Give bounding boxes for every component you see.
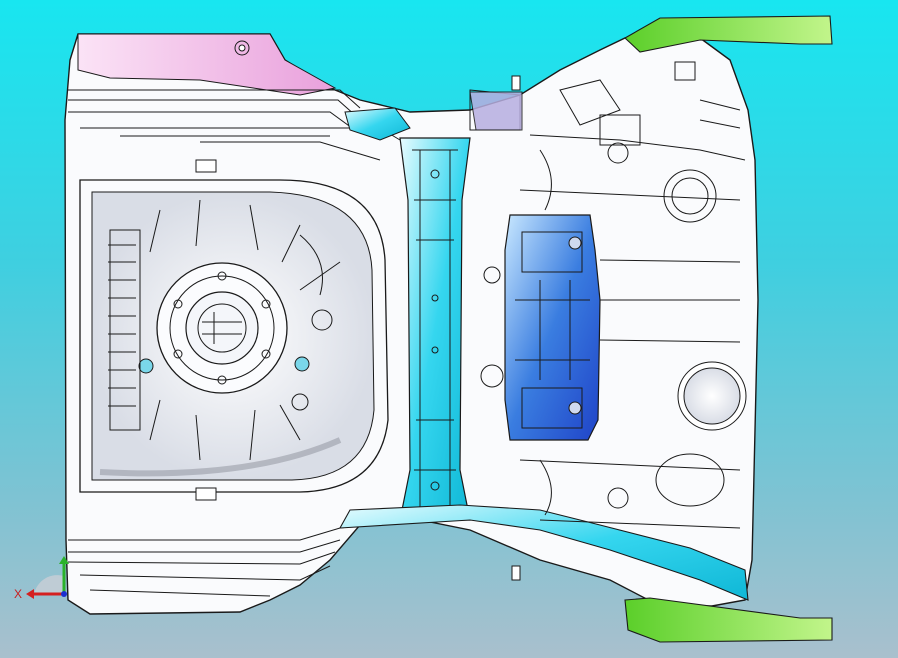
purple-top-bracket: [469, 91, 523, 131]
pink-quarter-panel: [77, 33, 337, 96]
blue-center-bracket: [504, 214, 601, 441]
tab-top: [511, 75, 521, 91]
cyan-cross-member: [399, 137, 471, 521]
x-axis-arrowhead: [26, 589, 34, 599]
tab-left-top: [195, 159, 217, 173]
cyan-lower-rail: [339, 504, 749, 601]
axis-triad: X: [14, 556, 69, 601]
tab-left-bottom: [195, 487, 217, 501]
x-axis-label: X: [14, 587, 22, 601]
z-axis-dot: [61, 591, 67, 597]
tab-bottom: [511, 565, 521, 581]
y-axis-arrowhead: [59, 556, 69, 564]
cyan-top-bracket: [344, 107, 411, 141]
green-lower-bracket: [624, 597, 833, 643]
spare-wheel-well: [79, 179, 389, 493]
green-upper-bracket: [624, 15, 833, 53]
